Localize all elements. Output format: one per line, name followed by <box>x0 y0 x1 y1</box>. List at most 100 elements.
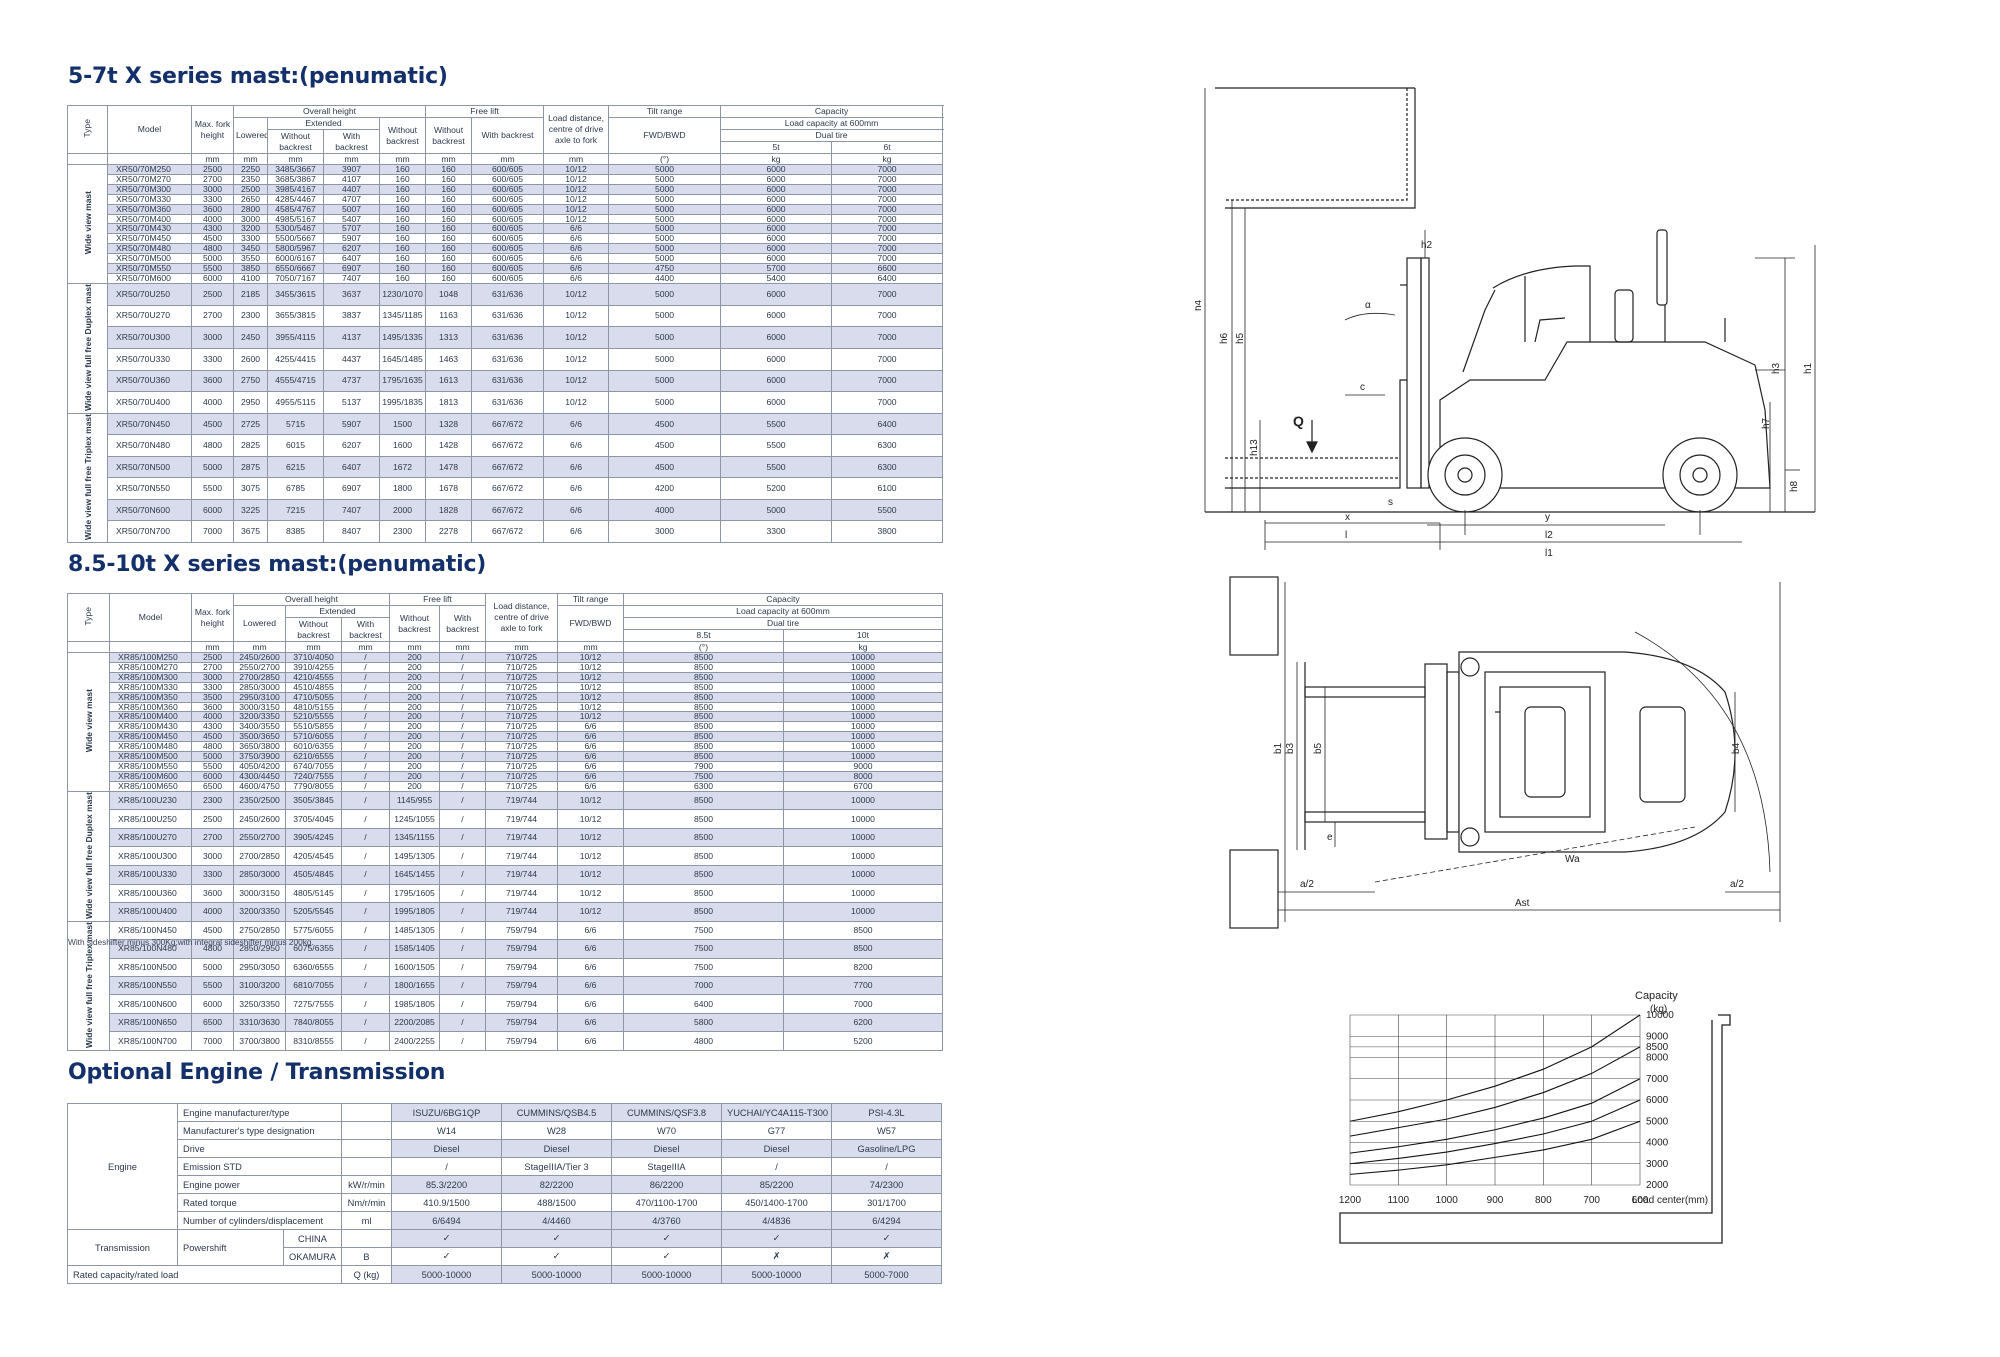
value-cell: 7000 <box>831 213 944 225</box>
value-cell: 4000 <box>191 711 234 723</box>
value-cell: / <box>439 751 486 762</box>
value-cell: Gasoline/LPG <box>831 1139 942 1158</box>
value-cell: 10000 <box>783 681 943 693</box>
value-cell: 5000 <box>608 193 722 205</box>
value-cell: 1600/1505 <box>389 957 440 978</box>
max-fork-height-header: Max. fork height <box>191 593 234 642</box>
value-cell: 719/744 <box>485 809 558 829</box>
value-cell: 6500 <box>191 780 234 792</box>
value-cell: / <box>439 957 486 978</box>
value-cell: CUMMINS/QSB4.5 <box>501 1103 612 1122</box>
value-cell: / <box>439 902 486 922</box>
mast-spec-table-8-5-10t: Type Model Max. fork height Overall heig… <box>67 593 943 1051</box>
dim-h6: h6 <box>1219 332 1230 344</box>
value-cell: 488/1500 <box>501 1193 612 1212</box>
overall-height-header: Overall height <box>232 105 427 118</box>
model-cell: XR85/100M650 <box>109 780 192 792</box>
value-cell: 8310/8555 <box>285 1031 342 1051</box>
value-cell: 6/6 <box>557 1031 624 1051</box>
value-cell: ✓ <box>831 1229 942 1248</box>
value-cell: 6000 <box>720 223 833 235</box>
value-cell: ISUZU/6BG1QP <box>391 1103 502 1122</box>
y-tick-label: 2000 <box>1646 1180 1669 1191</box>
value-cell: 6300 <box>831 434 944 457</box>
value-cell: 719/744 <box>485 827 558 848</box>
model-cell: XR85/100U300 <box>109 846 192 866</box>
value-cell: 10/12 <box>543 391 610 414</box>
capacity-header: Capacity <box>720 105 944 118</box>
value-cell: 8500 <box>623 711 784 723</box>
value-cell: 3000 <box>608 520 722 543</box>
value-cell: 6207 <box>323 243 380 255</box>
value-cell: / <box>341 671 390 683</box>
value-cell: 10000 <box>783 751 943 762</box>
cap-col-header: 10t <box>783 629 943 642</box>
value-cell: 3100/3200 <box>233 975 286 996</box>
value-cell: 667/672 <box>471 520 545 543</box>
value-cell: 4585/4767 <box>267 203 324 215</box>
value-cell: 710/725 <box>485 721 558 733</box>
value-cell: / <box>439 731 486 743</box>
value-cell: / <box>439 939 486 959</box>
value-cell: 8500 <box>623 701 784 713</box>
value-cell: ✗ <box>831 1247 942 1266</box>
value-cell: 3000/3150 <box>233 883 286 904</box>
value-cell: 2278 <box>425 520 473 543</box>
value-cell: 160 <box>378 164 427 175</box>
value-cell: 5510/5855 <box>285 721 342 733</box>
value-cell: 1495/1305 <box>389 846 440 866</box>
value-cell: 6000 <box>720 282 833 306</box>
value-cell: 1995/1805 <box>389 902 440 922</box>
value-cell: / <box>439 691 486 703</box>
value-cell: 74/2300 <box>831 1175 942 1194</box>
value-cell: / <box>439 701 486 713</box>
value-cell: 5000 <box>608 213 722 225</box>
value-cell: 10000 <box>783 790 943 811</box>
value-cell: 160 <box>378 233 427 245</box>
model-cell: XR50/70N450 <box>107 412 192 436</box>
value-cell: 4000 <box>191 902 234 922</box>
model-cell: XR85/100N500 <box>109 957 192 978</box>
row-label: Drive <box>177 1139 342 1158</box>
value-cell: 4/4836 <box>721 1211 832 1230</box>
value-cell: 8500 <box>623 827 784 848</box>
value-cell: 3500 <box>191 691 234 703</box>
value-cell: 1230/1070 <box>378 282 427 306</box>
dim-h4: h4 <box>1195 299 1204 311</box>
dim-h7: h7 <box>1761 417 1772 429</box>
x-tick-label: 1200 <box>1339 1195 1362 1206</box>
value-cell: 10/12 <box>543 203 610 215</box>
value-cell: 4710/5055 <box>285 691 342 703</box>
value-cell: 5000 <box>608 164 722 175</box>
y-tick-label: 5000 <box>1646 1116 1669 1127</box>
value-cell: / <box>439 741 486 753</box>
value-cell: 8500 <box>783 939 943 959</box>
value-cell: 4555/4715 <box>267 369 324 393</box>
y-tick-label: 3000 <box>1646 1159 1669 1170</box>
value-cell: 631/636 <box>471 282 545 306</box>
value-cell: 5205/5545 <box>285 902 342 922</box>
value-cell: 4800 <box>191 939 234 959</box>
free-lift-without-backrest-header: Without backrest <box>389 605 440 642</box>
value-cell: 1245/1055 <box>389 809 440 829</box>
value-cell: 4510/4855 <box>285 681 342 693</box>
value-cell: 4000 <box>191 391 234 414</box>
row-label: Rated torque <box>177 1193 342 1212</box>
value-cell: 3000 <box>191 846 234 866</box>
value-cell: 710/725 <box>485 701 558 713</box>
table3-title: Optional Engine / Transmission <box>68 1060 446 1085</box>
value-cell: 6/6 <box>543 223 610 235</box>
value-cell: 667/672 <box>471 455 545 479</box>
value-cell: 7000 <box>831 391 944 414</box>
